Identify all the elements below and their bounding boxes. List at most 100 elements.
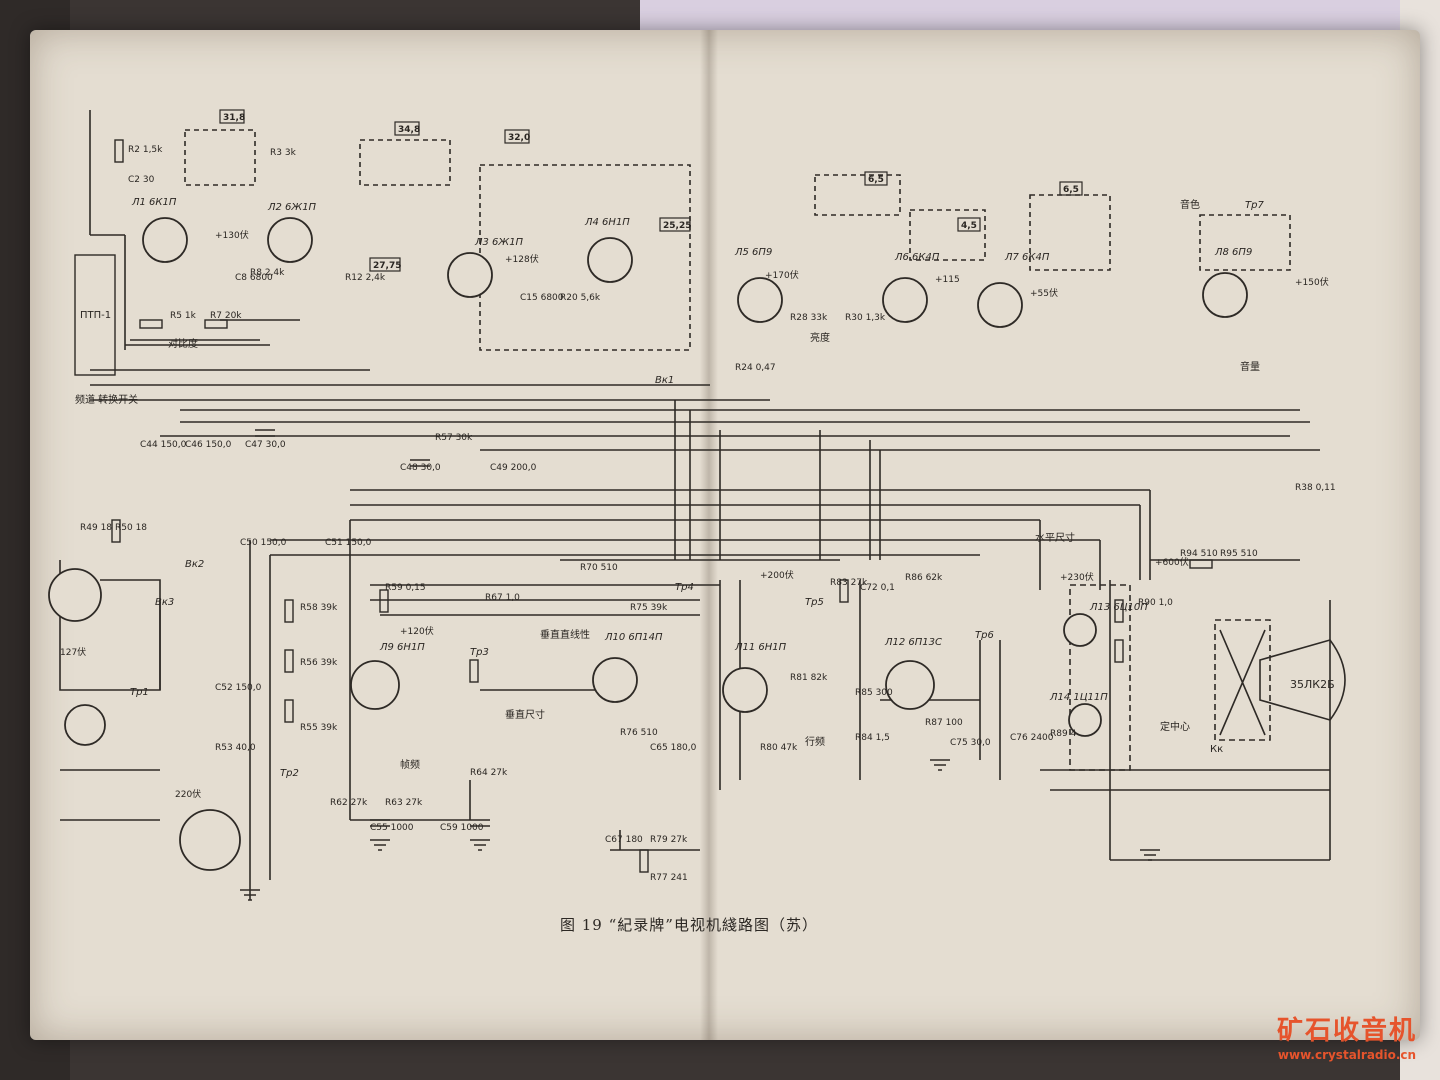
voltage-label: +230伏 (1060, 571, 1094, 583)
component-label: C76 2400 (1010, 733, 1054, 743)
frequency-box: 25,25 (663, 221, 691, 231)
voltage-label: +55伏 (1030, 287, 1058, 299)
watermark-title: 矿石收音机 (1276, 1016, 1417, 1046)
frequency-box: 32,0 (508, 133, 530, 143)
frequency-box: 31,8 (223, 113, 245, 123)
component-label: C47 30,0 (245, 440, 286, 450)
tube-label: Л4 6Н1П (584, 217, 630, 228)
component-label: R95 510 (1220, 549, 1258, 559)
component-label: R63 27k (385, 798, 423, 808)
switch-label: Кк (1210, 744, 1223, 755)
component-label: C15 6800 (520, 293, 564, 303)
component-label: R90 1,0 (1138, 598, 1173, 608)
label-frame-freq: 帧频 (400, 758, 420, 771)
component-label: R67 1,0 (485, 593, 520, 603)
component-label: C75 30,0 (950, 738, 991, 748)
component-label: R64 27k (470, 768, 508, 778)
label-volume: 音量 (1240, 360, 1260, 373)
component-label: R3 3k (270, 148, 297, 158)
component-label: C50 150,0 (240, 538, 287, 548)
component-label: R53 40,0 (215, 743, 256, 753)
component-label: C8 6800 (235, 273, 273, 283)
frequency-box: 6,5 (868, 175, 884, 185)
voltage-label: +115 (935, 275, 960, 285)
component-label: R94 510 (1180, 549, 1218, 559)
component-label: R20 5,6k (560, 293, 601, 303)
component-label: R57 30k (435, 433, 473, 443)
transformer-label: Тр1 (130, 687, 149, 698)
component-label: R77 241 (650, 873, 688, 883)
tube-label: Л12 6П13С (884, 637, 942, 648)
component-label: R62 27k (330, 798, 368, 808)
component-label: R87 100 (925, 718, 963, 728)
label-band-switch: 频道 转换开关 (75, 393, 138, 406)
component-label: R89 4 (1050, 729, 1077, 739)
component-label: C51 150,0 (325, 538, 372, 548)
label-contrast: 对比度 (168, 337, 198, 350)
component-label: C55 1000 (370, 823, 414, 833)
component-label: C65 180,0 (650, 743, 697, 753)
tube-label: Л10 6П14П (604, 632, 663, 643)
voltage-label: +128伏 (505, 253, 539, 265)
transformer-label: Тр7 (1245, 200, 1264, 211)
component-label: C52 150,0 (215, 683, 262, 693)
label-centering: 定中心 (1160, 720, 1190, 733)
component-label: R75 39k (630, 603, 668, 613)
tube-label: Л14 1Ц11П (1049, 692, 1108, 703)
transformer-label: Тр3 (470, 647, 489, 658)
component-label: R7 20k (210, 311, 242, 321)
component-label: R24 0,47 (735, 363, 776, 373)
frequency-box: 4,5 (961, 221, 977, 231)
tube-label: Л2 6Ж1П (267, 202, 317, 213)
component-label: C44 150,0 (140, 440, 187, 450)
voltage-label: +120伏 (400, 625, 434, 637)
component-label: R56 39k (300, 658, 338, 668)
component-label: R80 47k (760, 743, 798, 753)
component-label: R85 300 (855, 688, 893, 698)
component-label: C46 150,0 (185, 440, 232, 450)
component-label: R83 27k (830, 578, 868, 588)
label-horizontal-size: 水平尺寸 (1035, 531, 1075, 544)
voltage-label: +200伏 (760, 569, 794, 581)
book-page (30, 30, 1420, 1040)
component-label: R79 27k (650, 835, 688, 845)
tube-label: Л11 6Н1П (734, 642, 787, 653)
label-vertical-linearity: 垂直直线性 (540, 628, 590, 641)
component-label: C49 200,0 (490, 463, 537, 473)
tube-label: Л6 6К4П (894, 252, 940, 263)
voltage-label: +600伏 (1155, 556, 1189, 568)
label-brightness: 亮度 (810, 331, 830, 344)
tube-label: Л1 6К1П (131, 197, 177, 208)
tube-label: Л7 6К4П (1004, 252, 1050, 263)
component-label: R58 39k (300, 603, 338, 613)
switch-label: Вк1 (655, 375, 674, 386)
tube-label: Л3 6Ж1П (474, 237, 524, 248)
crt-label: 35ЛК2Б (1290, 678, 1335, 691)
component-label: R55 39k (300, 723, 338, 733)
component-label: R84 1,5 (855, 733, 890, 743)
switch-label: Вк3 (155, 597, 174, 608)
label-tone: 音色 (1180, 198, 1200, 211)
component-label: R70 510 (580, 563, 618, 573)
component-label: R38 0,11 (1295, 483, 1336, 493)
transformer-label: Тр4 (675, 582, 694, 593)
frequency-box: 6,5 (1063, 185, 1079, 195)
tube-label: Л8 6П9 (1214, 247, 1252, 258)
component-label: R2 1,5k (128, 145, 163, 155)
frequency-box: 34,8 (398, 125, 420, 135)
watermark: 矿石收音机 www.crystalradio.cn (1262, 1016, 1432, 1076)
component-label: R49 18 (80, 523, 112, 533)
switch-label: Вк2 (185, 559, 204, 570)
component-label: C67 180 (605, 835, 643, 845)
tube-label: Л13 6Ц10П (1089, 602, 1148, 613)
transformer-label: Тр6 (975, 630, 994, 641)
component-label: C48 30,0 (400, 463, 441, 473)
frequency-box: 27,75 (373, 261, 401, 271)
figure-caption: 图 19 “紀录牌”电视机綫路图（苏） (560, 916, 818, 934)
label-vertical-size: 垂直尺寸 (505, 708, 545, 721)
component-label: R59 0,15 (385, 583, 426, 593)
tube-label: Л9 6Н1П (379, 642, 425, 653)
voltage-label: +150伏 (1295, 276, 1329, 288)
component-label: C2 30 (128, 175, 155, 185)
